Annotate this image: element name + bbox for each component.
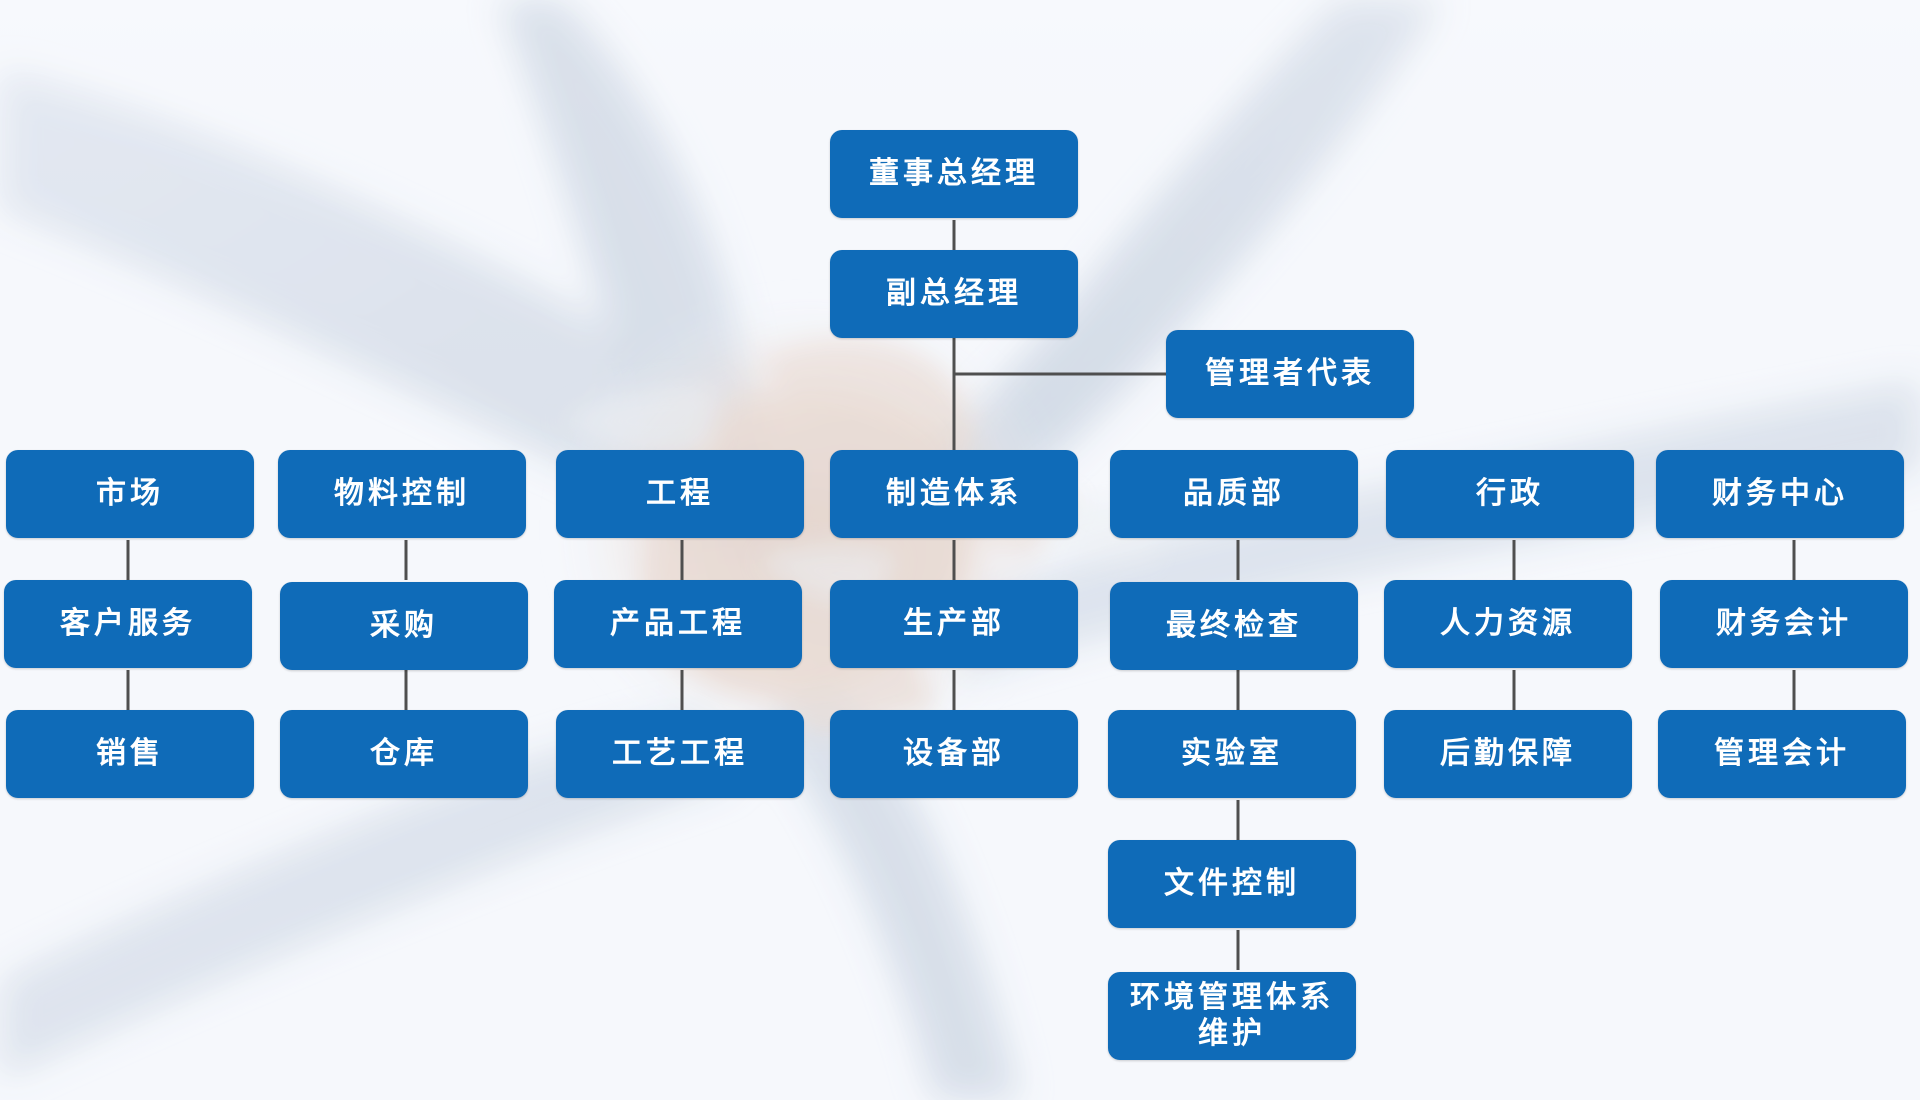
node-management-accounting: 管理会计 xyxy=(1658,710,1906,798)
node-management-rep: 管理者代表 xyxy=(1166,330,1414,418)
node-quality: 品质部 xyxy=(1110,450,1358,538)
node-customer-service: 客户服务 xyxy=(4,580,252,668)
node-administration: 行政 xyxy=(1386,450,1634,538)
node-document-control: 文件控制 xyxy=(1108,840,1356,928)
node-engineering: 工程 xyxy=(556,450,804,538)
node-final-inspection: 最终检查 xyxy=(1110,582,1358,670)
node-lab: 实验室 xyxy=(1108,710,1356,798)
node-ceo: 董事总经理 xyxy=(830,130,1078,218)
node-warehouse: 仓库 xyxy=(280,710,528,798)
node-product-engineering: 产品工程 xyxy=(554,580,802,668)
node-materials: 物料控制 xyxy=(278,450,526,538)
node-purchasing: 采购 xyxy=(280,582,528,670)
node-production: 生产部 xyxy=(830,580,1078,668)
node-env-system: 环境管理体系 维护 xyxy=(1108,972,1356,1060)
node-finance: 财务中心 xyxy=(1656,450,1904,538)
node-market: 市场 xyxy=(6,450,254,538)
node-equipment: 设备部 xyxy=(830,710,1078,798)
node-financial-accounting: 财务会计 xyxy=(1660,580,1908,668)
node-vp: 副总经理 xyxy=(830,250,1078,338)
node-logistics: 后勤保障 xyxy=(1384,710,1632,798)
node-process-engineering: 工艺工程 xyxy=(556,710,804,798)
node-hr: 人力资源 xyxy=(1384,580,1632,668)
node-manufacturing: 制造体系 xyxy=(830,450,1078,538)
connector-lines xyxy=(126,220,1796,970)
node-sales: 销售 xyxy=(6,710,254,798)
